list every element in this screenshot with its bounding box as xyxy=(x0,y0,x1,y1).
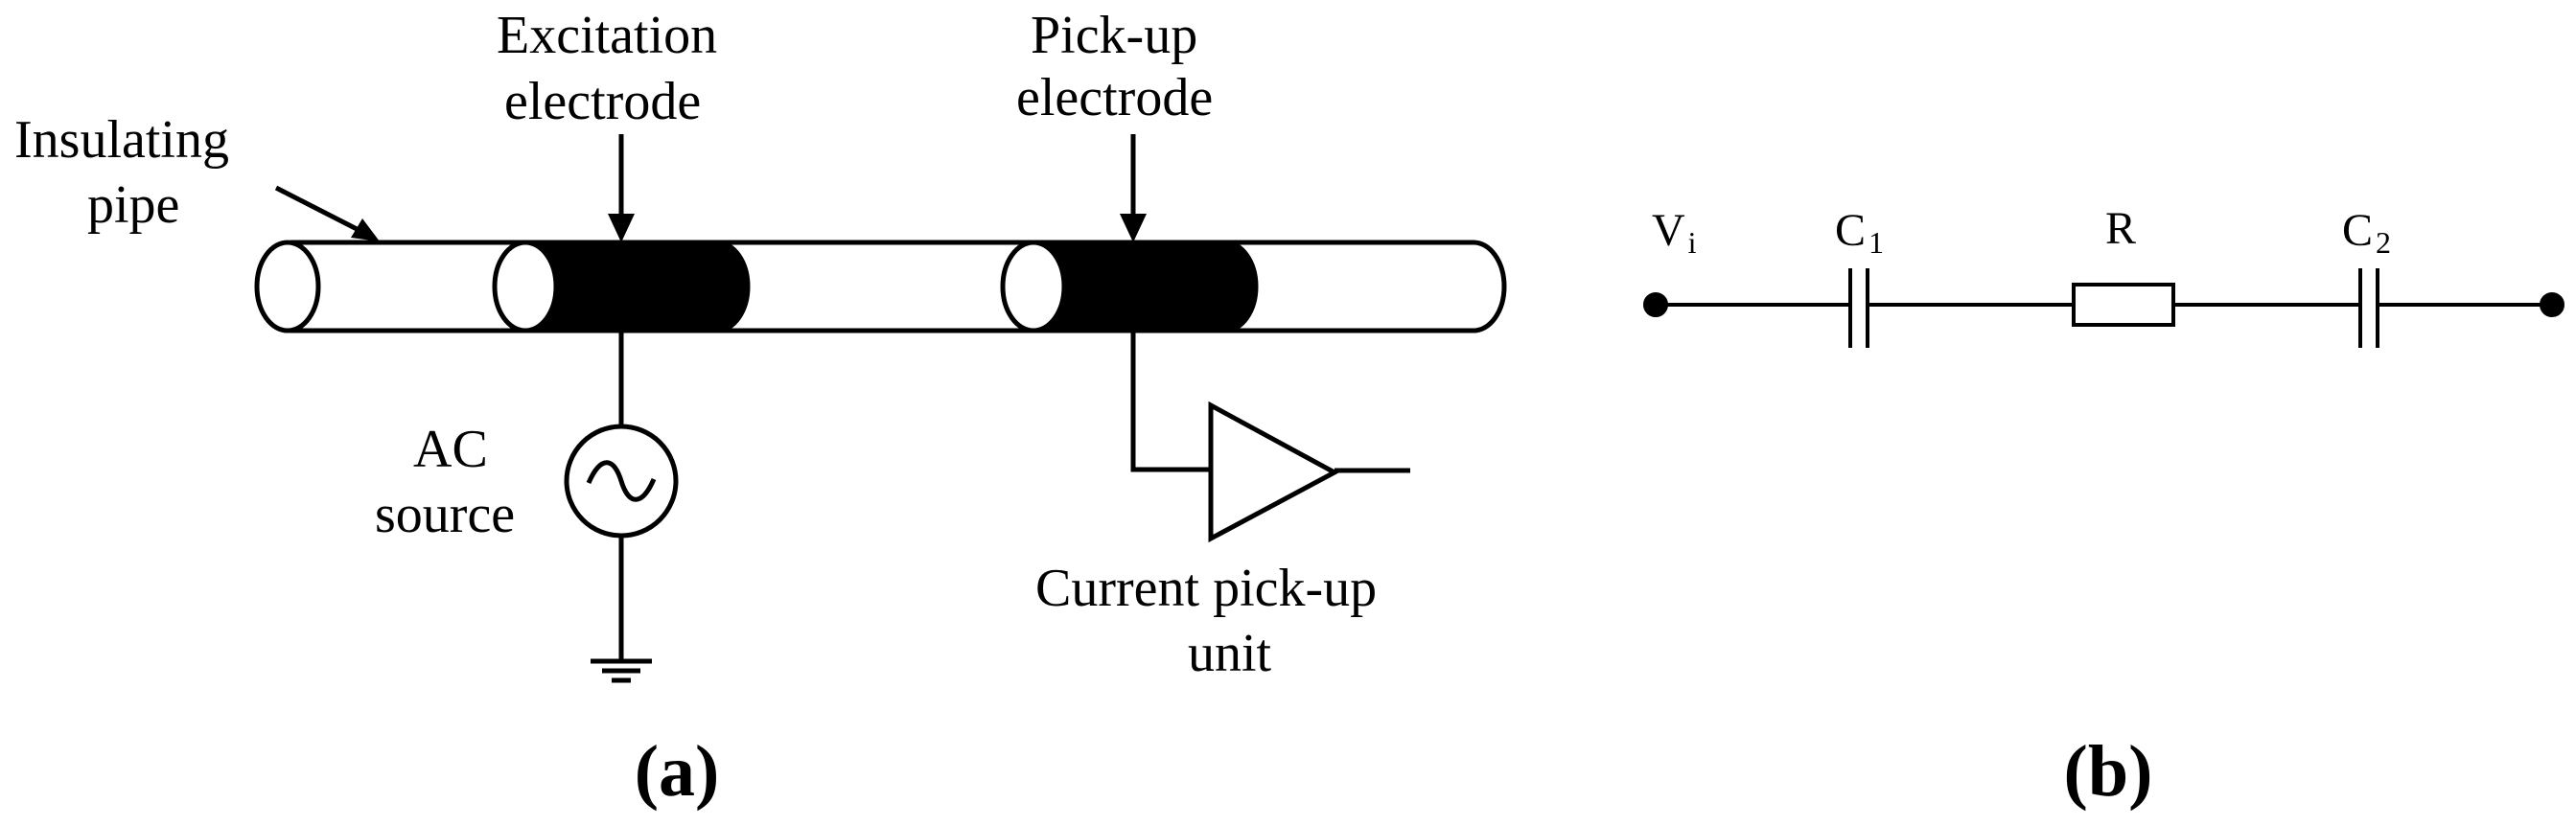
label-excitation-electrode: electrode xyxy=(504,72,701,131)
label-pickup: Pick-up xyxy=(1031,6,1197,65)
terminal-right xyxy=(2540,292,2564,317)
label-c1: C1 xyxy=(1835,205,1884,260)
insulating-pipe-arrow xyxy=(274,185,364,235)
label-source: source xyxy=(375,485,515,544)
label-unit: unit xyxy=(1188,624,1272,683)
label-pipe: pipe xyxy=(87,175,179,235)
caption-a: (a) xyxy=(635,731,720,812)
label-c2: C2 xyxy=(2342,205,2391,260)
insulating-pipe xyxy=(254,240,1507,333)
label-ac: AC xyxy=(413,420,488,479)
resistor-r-icon xyxy=(2072,283,2175,327)
amplifier-icon xyxy=(1208,401,1340,543)
ac-source-circuit xyxy=(564,331,679,683)
pipe-left-end xyxy=(254,240,321,333)
label-r: R xyxy=(2105,203,2136,254)
pickup-electrode xyxy=(1000,240,1259,333)
label-pickup-electrode: electrode xyxy=(1016,68,1213,127)
label-excitation: Excitation xyxy=(497,6,717,65)
panel-b: Vi C1 R C2 (b) xyxy=(1643,203,2564,812)
label-insulating: Insulating xyxy=(14,110,229,170)
equivalent-circuit xyxy=(1643,268,2564,348)
current-pickup-circuit xyxy=(1130,331,1410,543)
ground-icon xyxy=(591,658,652,683)
label-vi: Vi xyxy=(1652,205,1697,260)
caption-b: (b) xyxy=(2064,731,2153,812)
arrows xyxy=(274,134,1147,242)
excitation-electrode xyxy=(492,240,751,333)
capacitor-c1-icon xyxy=(1848,268,1869,348)
label-current-pickup: Current pick-up xyxy=(1035,559,1377,618)
sine-wave-icon xyxy=(586,460,657,502)
panel-a: Insulating pipe Excitation electrode Pic… xyxy=(14,6,1507,812)
capacitor-c2-icon xyxy=(2358,268,2379,348)
